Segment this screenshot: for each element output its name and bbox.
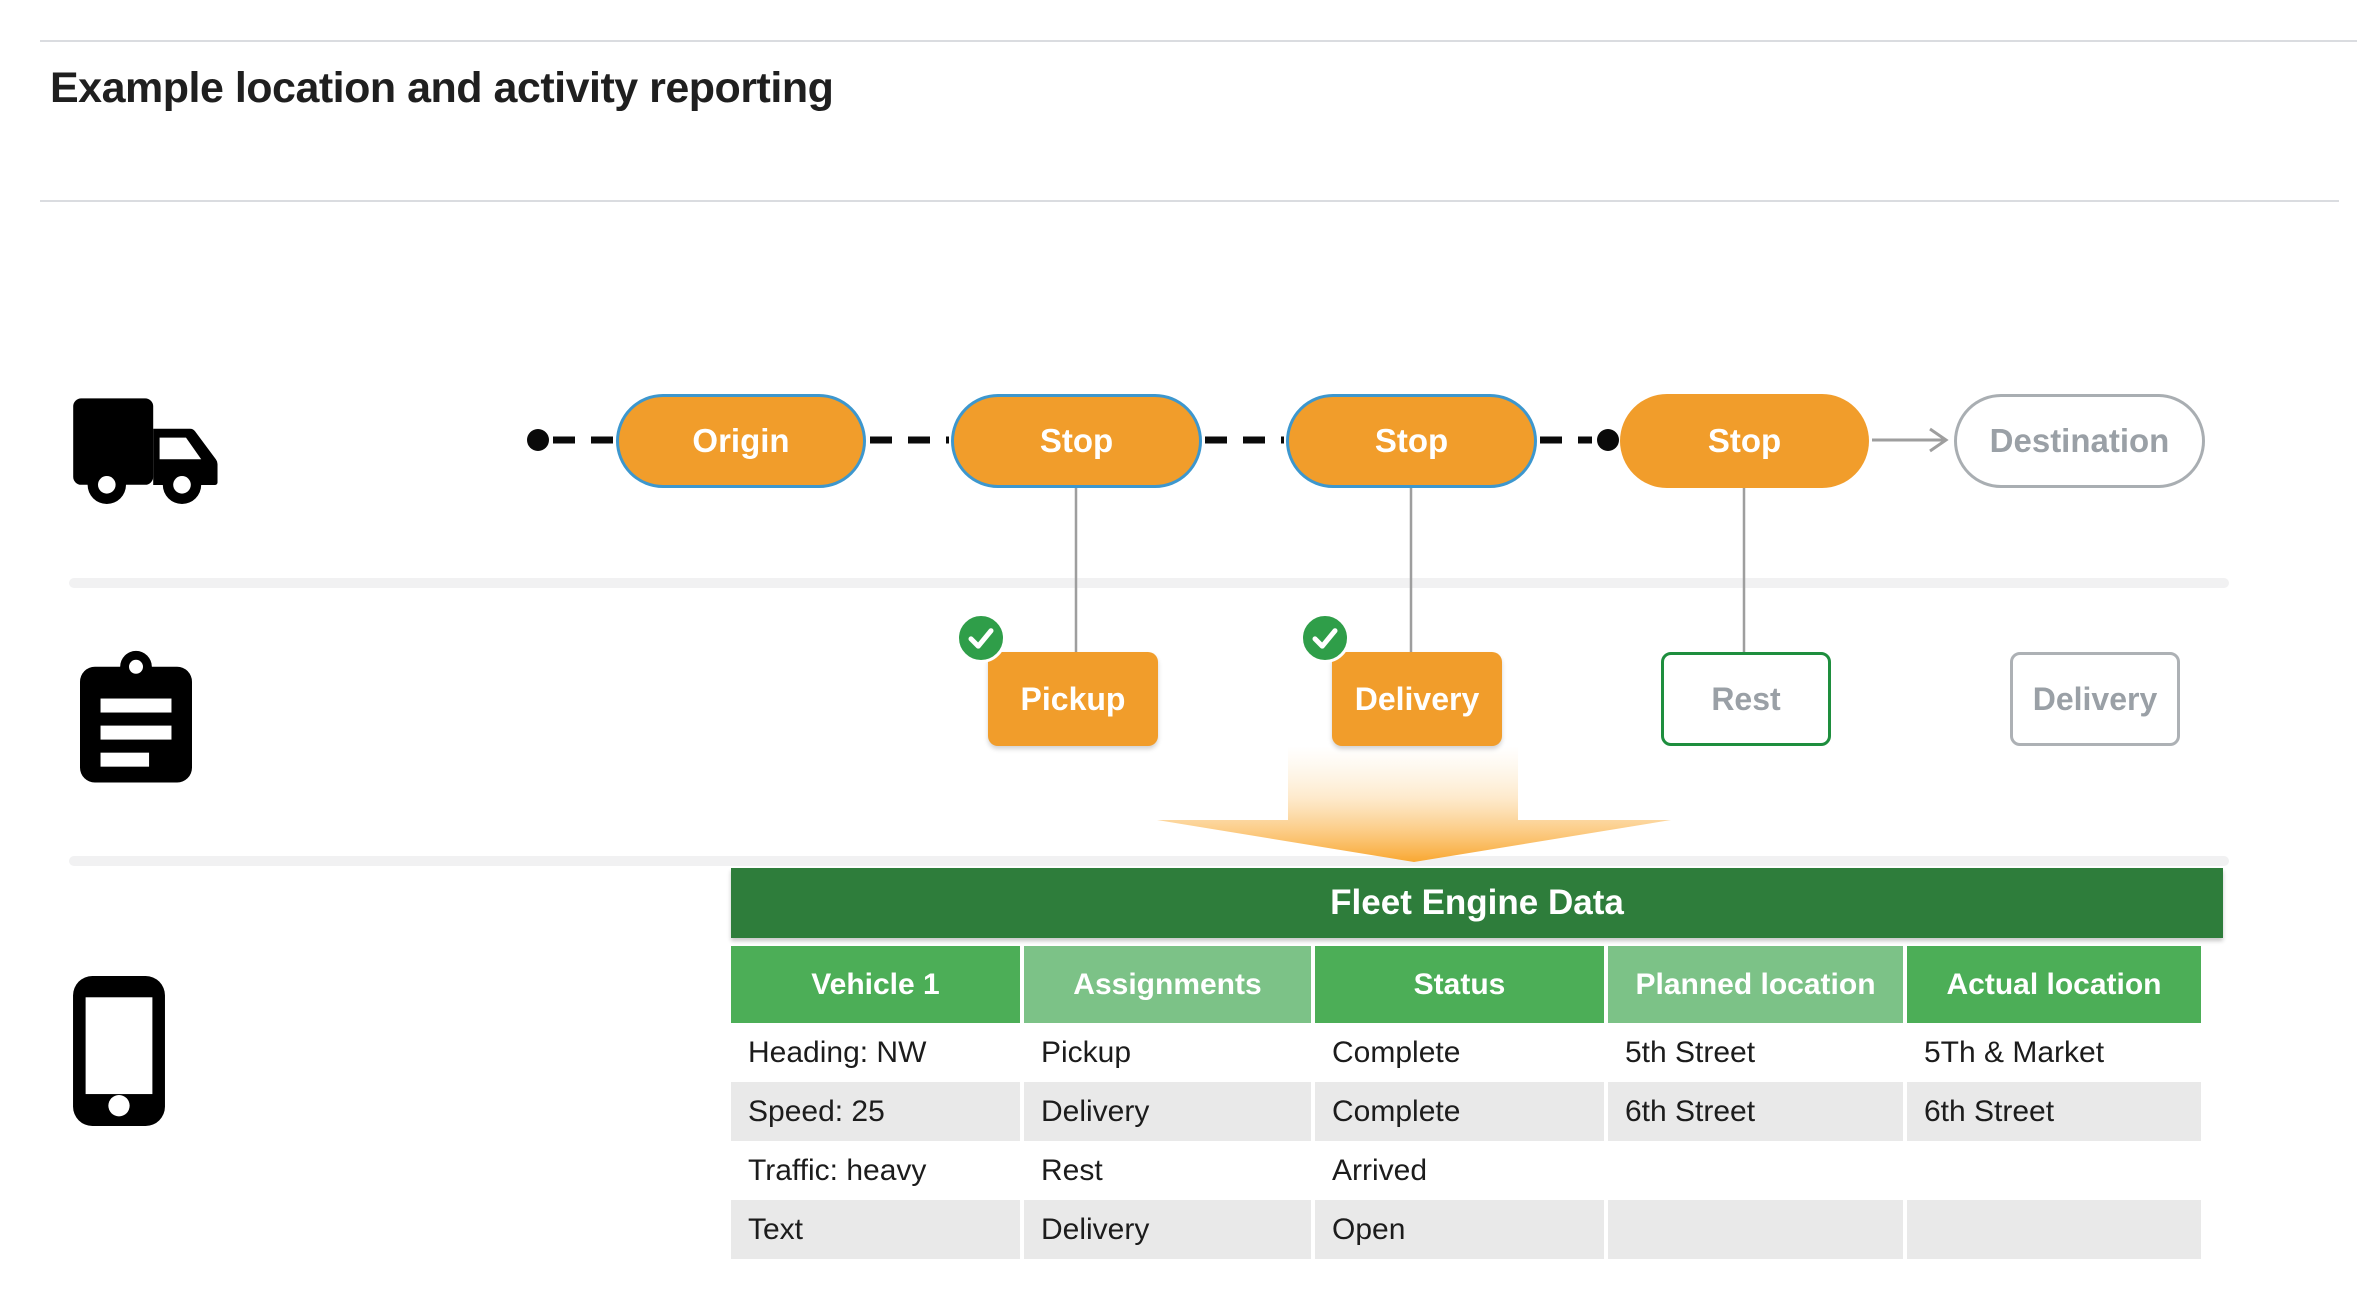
table-cell: Heading: NW <box>731 1023 1020 1082</box>
table-header-cell: Planned location <box>1608 946 1903 1023</box>
title-divider <box>40 200 2339 202</box>
table-cell: Complete <box>1315 1082 1604 1141</box>
table-cell: Pickup <box>1024 1023 1311 1082</box>
vehicle-position-dot <box>1597 429 1619 451</box>
checkmark-glyph <box>968 628 994 649</box>
journey-node-destination: Destination <box>1954 394 2205 488</box>
table-cell <box>1907 1200 2201 1259</box>
activity-delivery-future: Delivery <box>2010 652 2180 746</box>
checkmark-glyph <box>1312 628 1338 649</box>
table-cell: Speed: 25 <box>731 1082 1020 1141</box>
table-header-cell: Actual location <box>1907 946 2201 1023</box>
check-circle-icon <box>1300 613 1350 663</box>
journey-node-label: Stop <box>1374 422 1449 459</box>
data-flow-arrow <box>1157 746 1671 862</box>
section-divider-band <box>69 578 2229 588</box>
table-cell: Text <box>731 1200 1020 1259</box>
table-cell: Complete <box>1315 1023 1604 1082</box>
journey-node-origin: Origin <box>616 394 866 488</box>
route-start-dot <box>527 429 549 451</box>
page-title: Example location and activity reporting <box>50 64 834 112</box>
table-cell <box>1907 1141 2201 1200</box>
activity-pickup: Pickup <box>988 652 1158 746</box>
table-header-cell: Status <box>1315 946 1604 1023</box>
table-cell: 6th Street <box>1608 1082 1903 1141</box>
section-divider-band <box>69 856 2229 866</box>
table-cell <box>1608 1200 1903 1259</box>
activity-label: Delivery <box>2032 680 2158 717</box>
clipboard-icon <box>80 650 192 783</box>
table-header-cell: Vehicle 1 <box>731 946 1020 1023</box>
fleet-table-title-text: Fleet Engine Data <box>1330 883 1624 922</box>
truck-icon <box>73 398 218 504</box>
activity-label: Delivery <box>1354 680 1480 717</box>
table-cell: 6th Street <box>1907 1082 2201 1141</box>
table-cell: Delivery <box>1024 1082 1311 1141</box>
activity-label: Rest <box>1711 680 1781 717</box>
table-cell <box>1608 1141 1903 1200</box>
fleet-table-title: Fleet Engine Data <box>731 868 2223 938</box>
journey-node-label: Origin <box>692 422 790 459</box>
journey-node-label: Stop <box>1707 422 1782 459</box>
table-cell: Rest <box>1024 1141 1311 1200</box>
table-cell: 5th Street <box>1608 1023 1903 1082</box>
activity-rest: Rest <box>1661 652 1831 746</box>
check-circle-icon <box>956 613 1006 663</box>
table-cell: Open <box>1315 1200 1604 1259</box>
journey-node-label: Stop <box>1039 422 1114 459</box>
destination-arrowhead-icon <box>1929 427 1949 453</box>
top-divider <box>40 40 2357 42</box>
table-header-cell: Assignments <box>1024 946 1311 1023</box>
fleet-table: Vehicle 1 Assignments Status Planned loc… <box>731 946 2201 1259</box>
table-cell: Traffic: heavy <box>731 1141 1020 1200</box>
activity-delivery: Delivery <box>1332 652 1502 746</box>
activity-label: Pickup <box>1020 680 1126 717</box>
journey-node-label: Destination <box>1989 422 2170 459</box>
journey-node-stop-3: Stop <box>1620 394 1869 488</box>
table-cell: Delivery <box>1024 1200 1311 1259</box>
table-cell: 5Th & Market <box>1907 1023 2201 1082</box>
journey-node-stop-2: Stop <box>1286 394 1537 488</box>
phone-icon <box>73 976 165 1126</box>
table-cell: Arrived <box>1315 1141 1604 1200</box>
journey-node-stop-1: Stop <box>951 394 1202 488</box>
